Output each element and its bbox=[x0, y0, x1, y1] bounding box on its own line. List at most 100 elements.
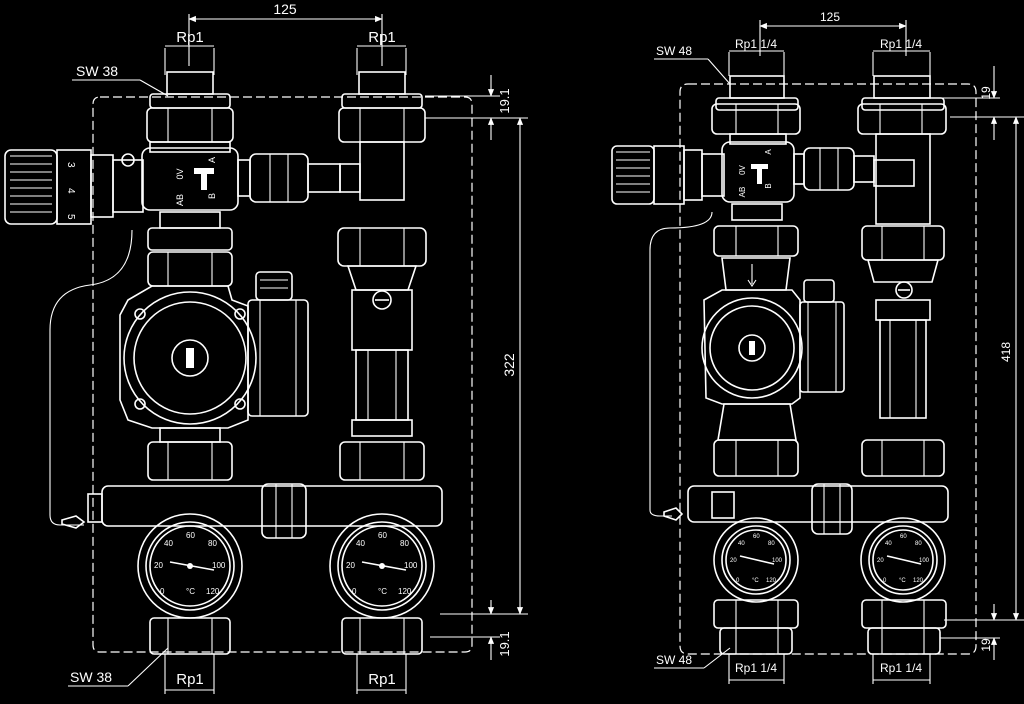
right-sensor-probe bbox=[663, 507, 684, 521]
left-gauge-s-100: 100 bbox=[212, 561, 226, 570]
right-valve-port-ov: 0V bbox=[738, 164, 747, 174]
right-bottom-port-right: Rp1 1/4 bbox=[872, 654, 931, 684]
right-dim-offset-top-label: 19 bbox=[979, 86, 993, 100]
left-return-column bbox=[337, 141, 427, 481]
left-pump-group: 125 Rp1 Rp1 SW 38 bbox=[4, 1, 528, 694]
right-wrench-size-top: SW 48 bbox=[654, 44, 731, 85]
left-bottom-fittings bbox=[149, 617, 423, 655]
left-pump-union-bottom bbox=[147, 427, 233, 481]
right-gauge-r-40: 40 bbox=[885, 541, 892, 547]
left-gauge-r-0: 0 bbox=[352, 587, 357, 596]
left-return-top-fitting bbox=[338, 71, 426, 143]
right-mixing-valve: A B AB 0V bbox=[721, 133, 875, 203]
left-port-label-bottom-left: Rp1 bbox=[176, 671, 204, 688]
right-gauge-r-0: 0 bbox=[883, 578, 887, 584]
right-dim-width: 125 bbox=[759, 10, 907, 56]
left-valve-tee-icon bbox=[194, 168, 214, 190]
right-pump-union-top bbox=[713, 203, 799, 291]
left-wrench-size-bottom: SW 38 bbox=[68, 647, 169, 687]
right-pump-group: 125 Rp1 1/4 Rp1 1/4 SW 48 bbox=[611, 10, 1024, 684]
right-port-label-top-left: Rp1 1/4 bbox=[735, 37, 777, 51]
left-port-label-top-left: Rp1 bbox=[176, 29, 204, 46]
right-valve-port-b: B bbox=[764, 183, 773, 188]
right-gauge-r-120: 120 bbox=[913, 578, 924, 584]
right-bottom-manifold bbox=[687, 483, 949, 535]
right-wrench-size-bottom: SW 48 bbox=[654, 647, 731, 669]
right-circulation-pump bbox=[701, 279, 845, 405]
left-gauge-r-100: 100 bbox=[404, 561, 418, 570]
left-capillary-line bbox=[49, 229, 133, 526]
left-gauge-s-80: 80 bbox=[208, 539, 217, 548]
right-port-label-bottom-left: Rp1 1/4 bbox=[735, 661, 777, 675]
left-gauge-s-60: 60 bbox=[186, 531, 195, 540]
left-supply-top-fitting bbox=[146, 71, 234, 143]
left-gauge-r-80: 80 bbox=[400, 539, 409, 548]
right-dim-offset-top: 19 bbox=[940, 66, 1024, 140]
left-circulation-pump bbox=[119, 271, 309, 429]
left-sensor-probe bbox=[61, 515, 86, 529]
right-thermostat-head bbox=[611, 145, 725, 205]
left-dim-height: 322 bbox=[425, 117, 528, 615]
right-ball-valve-handle[interactable] bbox=[895, 281, 913, 299]
left-gauge-s-40: 40 bbox=[164, 539, 173, 548]
left-port-label-top-right: Rp1 bbox=[368, 29, 396, 46]
left-valve-port-a: A bbox=[207, 157, 217, 163]
right-bottom-port-left: Rp1 1/4 bbox=[728, 654, 785, 684]
left-thermostat-mark-3: 3 bbox=[65, 162, 76, 168]
right-port-label-top-right: Rp1 1/4 bbox=[880, 37, 922, 51]
right-pump-screw-icon bbox=[749, 341, 755, 355]
left-pump-union-top bbox=[147, 211, 233, 287]
left-dim-offset-top-label: 19.1 bbox=[497, 88, 512, 113]
right-gauge-s-needle bbox=[739, 555, 775, 565]
left-ball-valve-handle[interactable] bbox=[372, 290, 392, 310]
right-gauge-r-unit: °C bbox=[899, 578, 906, 584]
left-wrench-size-top: SW 38 bbox=[72, 63, 169, 97]
left-thermostat-mark-4: 4 bbox=[65, 188, 76, 194]
left-thermometer-return: 0 20 40 60 80 100 120 °C bbox=[329, 513, 435, 619]
right-capillary-line bbox=[649, 211, 713, 517]
left-thermostat-head: 3 4 5 bbox=[4, 149, 144, 225]
right-supply-top-fitting bbox=[711, 75, 801, 135]
left-dim-width: 125 bbox=[188, 1, 383, 66]
right-mounting-plate bbox=[679, 83, 977, 655]
left-thermometer-supply: 0 20 40 60 80 100 120 °C bbox=[137, 513, 243, 619]
right-pump-terminal-box bbox=[799, 301, 845, 393]
left-valve-port-ab: AB bbox=[175, 194, 185, 206]
right-bottom-fittings bbox=[713, 599, 947, 655]
left-mixing-valve: A B AB 0V bbox=[141, 141, 341, 211]
right-gauge-s-unit: °C bbox=[752, 578, 759, 584]
right-valve-port-a: A bbox=[764, 149, 773, 155]
left-dim-width-label: 125 bbox=[273, 1, 297, 17]
left-bottom-manifold bbox=[87, 483, 443, 539]
right-gauge-s-40: 40 bbox=[738, 541, 745, 547]
right-gauge-r-needle bbox=[886, 555, 922, 565]
right-dim-height: 418 bbox=[944, 116, 1024, 621]
right-dim-offset-bottom: 19 bbox=[940, 604, 1000, 660]
right-gauge-s-60: 60 bbox=[753, 534, 760, 540]
right-gauge-s-0: 0 bbox=[736, 578, 740, 584]
right-pump-union-bottom bbox=[713, 403, 799, 477]
right-gauge-r-20: 20 bbox=[877, 558, 884, 564]
left-top-port-right: Rp1 bbox=[356, 29, 407, 75]
left-valve-port-ov: 0V bbox=[175, 168, 185, 179]
right-gauge-s-100: 100 bbox=[772, 558, 783, 564]
right-return-top-fitting bbox=[857, 75, 947, 135]
left-wrench-label-top: SW 38 bbox=[76, 63, 118, 79]
right-gauge-s-20: 20 bbox=[730, 558, 737, 564]
left-dim-offset-bottom-label: 19.1 bbox=[497, 631, 512, 656]
right-valve-tee-icon bbox=[751, 164, 768, 184]
left-wrench-label-bottom: SW 38 bbox=[70, 669, 112, 685]
right-top-port-left: Rp1 1/4 bbox=[728, 37, 785, 76]
left-gauge-s-120: 120 bbox=[206, 587, 220, 596]
right-wrench-label-top: SW 48 bbox=[656, 44, 692, 58]
left-top-port-left: Rp1 bbox=[164, 29, 215, 75]
right-dim-height-label: 418 bbox=[999, 342, 1013, 362]
right-dim-offset-bottom-label: 19 bbox=[979, 638, 993, 652]
left-gauge-r-unit: °C bbox=[378, 587, 387, 596]
left-dim-offset-top: 19.1 bbox=[425, 75, 512, 140]
right-valve-port-ab: AB bbox=[738, 187, 747, 198]
right-gauge-s-80: 80 bbox=[768, 541, 775, 547]
right-top-port-right: Rp1 1/4 bbox=[872, 37, 931, 76]
left-gauge-s-20: 20 bbox=[154, 561, 163, 570]
